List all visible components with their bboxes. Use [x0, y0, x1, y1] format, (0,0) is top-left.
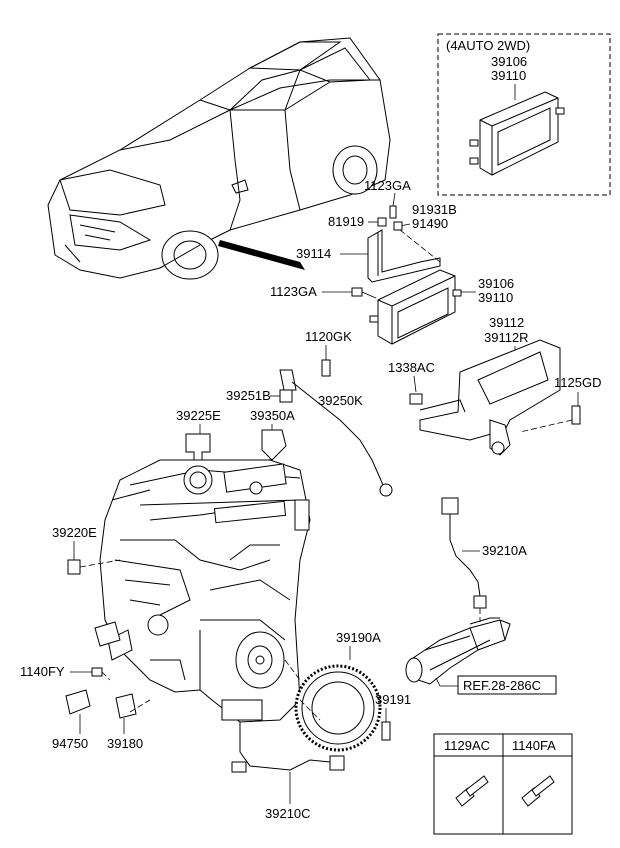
label-1120GK: 1120GK — [305, 329, 352, 344]
label-39210C: 39210C — [265, 806, 311, 821]
bolt-1140FA-icon — [521, 775, 555, 807]
sensor-39180 — [115, 693, 137, 719]
sensor-39350A — [261, 429, 287, 461]
label-91490: 91490 — [412, 216, 448, 231]
label-39114: 39114 — [296, 246, 331, 261]
bolt-1123GA-top — [389, 205, 397, 219]
car-illustration — [47, 37, 391, 280]
label-1338AC: 1338AC — [388, 360, 435, 375]
label-1140FY: 1140FY — [20, 664, 65, 679]
car-pointer-arrow — [218, 240, 305, 270]
sensor-39220E — [67, 559, 81, 575]
label-39180: 39180 — [107, 736, 143, 751]
connector-39210A — [441, 497, 459, 515]
label-39112: 39112 — [489, 315, 524, 330]
label-39225E: 39225E — [176, 408, 221, 423]
fastener-legend-table: 1129AC 1140FA — [433, 733, 573, 835]
label-39250K: 39250K — [318, 393, 363, 408]
connector-39250K — [279, 369, 297, 391]
bolt-1125GD — [571, 405, 581, 425]
legend-header-1140FA: 1140FA — [512, 738, 556, 753]
harness-39210A — [449, 514, 481, 597]
bracket-39114 — [367, 229, 441, 283]
nut-1338AC — [409, 393, 423, 405]
clip-39251B — [279, 389, 293, 403]
label-94750: 94750 — [52, 736, 88, 751]
legend-header-1129AC: 1129AC — [444, 738, 490, 753]
connector-39210C — [329, 755, 345, 771]
label-1123GA-top: 1123GA — [364, 178, 411, 193]
label-auto-2wd: (4AUTO 2WD) — [446, 38, 530, 53]
label-ref: REF.28-286C — [463, 678, 541, 693]
bolt-1120GK — [321, 359, 331, 377]
bracket-39112 — [419, 339, 561, 456]
label-39110-mid: 39110 — [478, 290, 513, 305]
label-39220E: 39220E — [52, 525, 97, 540]
label-1125GD: 1125GD — [554, 375, 601, 390]
harness-39210C — [239, 722, 331, 771]
sensor-39225E — [185, 433, 211, 463]
auto-2wd-box — [437, 33, 611, 196]
label-39106-mid: 39106 — [478, 276, 514, 291]
label-39251B: 39251B — [226, 388, 271, 403]
label-1123GA-mid: 1123GA — [270, 284, 317, 299]
harness-39250K — [291, 381, 386, 491]
engine-block — [94, 459, 311, 723]
ring-gear-39190A — [294, 664, 382, 752]
ecm-module-mid — [369, 269, 462, 345]
label-39112R: 39112R — [484, 330, 529, 345]
label-39191: 39191 — [375, 692, 411, 707]
clip-91931B — [393, 221, 403, 231]
label-39350A: 39350A — [250, 408, 295, 423]
bolt-1129AC-icon — [455, 775, 489, 807]
label-39106-top: 39106 — [491, 54, 527, 69]
label-39110-top: 39110 — [491, 68, 526, 83]
label-39190A: 39190A — [336, 630, 381, 645]
label-81919: 81919 — [328, 214, 364, 229]
bolt-1123GA-mid — [351, 287, 363, 297]
bolt-1140FY — [91, 667, 103, 677]
sensor-94750 — [65, 689, 91, 715]
label-91931B: 91931B — [412, 202, 457, 217]
bolt-39191 — [381, 721, 391, 741]
bolt-81919 — [377, 217, 387, 227]
exhaust-catalytic-converter — [405, 617, 511, 685]
label-39210A: 39210A — [482, 543, 527, 558]
ref-box — [457, 675, 557, 695]
ecm-module-top — [469, 91, 565, 176]
